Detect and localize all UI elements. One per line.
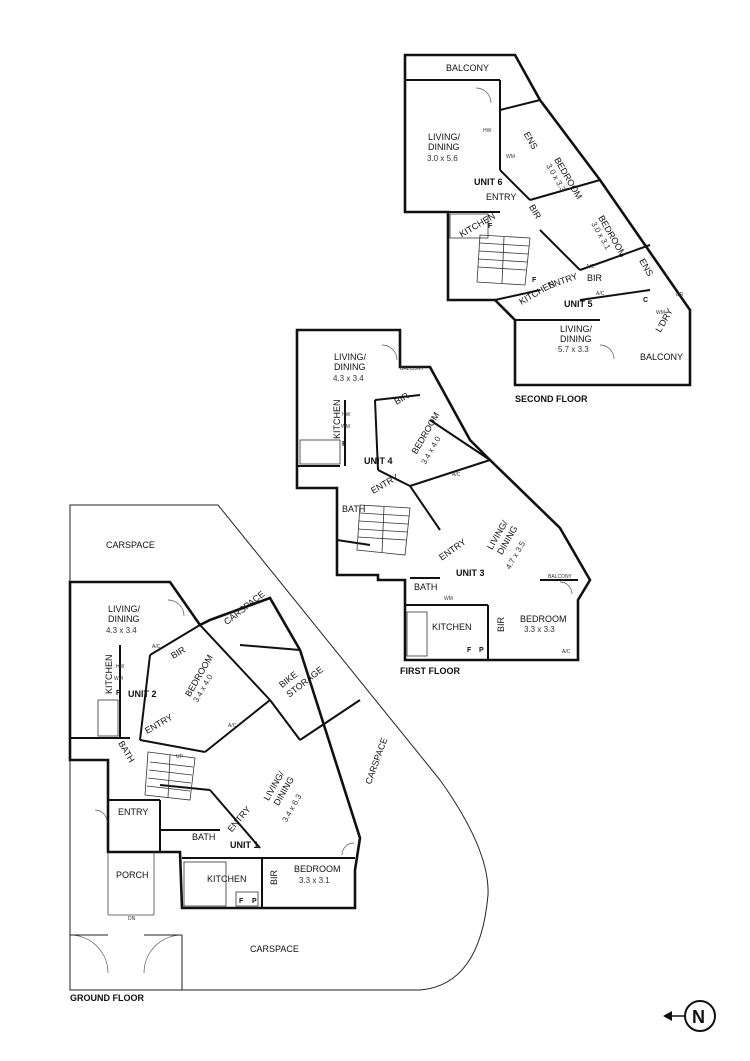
u3-bedroom-dim: 3.3 x 3.3 [524,625,555,634]
u1-bedroom-dim: 3.3 x 3.1 [299,876,330,885]
u5-bir-label: BIR [587,273,603,283]
u4-bath-label: BATH [342,504,365,514]
ground-stair [144,751,196,801]
u1-bedroom-label: BEDROOM [294,864,341,874]
north-label: N [692,1007,705,1027]
u4-unit-label: UNIT 4 [364,456,393,466]
second-stair [476,234,531,286]
u6-dining-label: DINING [428,142,460,152]
u2-kitchen-label: KITCHEN [104,654,114,694]
ground-carspace-bottom: CARSPACE [250,944,299,954]
first-building-outline [295,328,592,662]
u5-c-label: C [643,297,648,304]
u2-hw-label: HW [116,664,125,670]
second-ac-2: A/C [596,291,605,297]
ground-entry-label: ENTRY [118,807,148,817]
u3-bir-label: BIR [496,616,506,632]
u4-living-label: LIVING/ [334,352,367,362]
u3-bedroom-label: BEDROOM [520,614,567,624]
u3-p-label: P [479,647,484,654]
second-balcony-top: BALCONY [446,63,489,73]
u5-living-label: LIVING/ [560,324,593,334]
u5-wm-label: WM [656,310,665,316]
u3-kitchen-label: KITCHEN [432,622,472,632]
u5-dr-label: DR [676,292,684,298]
u4-entry-label: ENTRY [369,472,400,496]
u1-kitchen-label: KITCHEN [207,874,247,884]
ground-carspace-top: CARSPACE [106,540,155,550]
u1-entry-label: ENTRY [225,804,252,834]
u2-entry-label: ENTRY [143,712,174,736]
u2-f-label: F [116,690,121,697]
u5-f-label: F [532,277,537,284]
u3-unit-label: UNIT 3 [456,568,485,578]
u6-entry-label: ENTRY [486,192,516,202]
u6-ens-label: ENS [522,130,540,151]
u6-bir-label: BIR [527,203,543,221]
u6-hw-label: HW [483,128,492,134]
first-stair [356,504,411,556]
u3-balcony-label: BALCONY [548,574,573,580]
ground-floor: CARSPACE CARSPACE CARSPACE CARSPACE BIKE… [68,504,489,1003]
u1-bath-label: BATH [192,832,215,842]
u6-living-label: LIVING/ [428,132,461,142]
u2-bir-label: BIR [169,644,187,660]
u6-living-dim: 3.0 x 5.6 [427,154,458,163]
u5-living-dim: 5.7 x 3.3 [558,345,589,354]
u2-living-dim: 4.3 x 3.4 [106,626,137,635]
porch-dn-label: DN [128,916,136,922]
u4-f-label: F [342,441,347,448]
ground-carspace-mid: CARSPACE [222,589,267,627]
porch-label: PORCH [116,870,149,880]
first-ac-2: A/C [562,649,571,655]
u3-bath-label: BATH [414,582,437,592]
u3-f-label: F [467,647,472,654]
u1-f-label: F [239,898,244,905]
u2-dining-label: DINING [108,614,140,624]
ground-building-outline [68,580,362,910]
ground-ac-2: A/C [228,723,237,729]
u2-wm-label: WM [114,676,123,682]
u2-bath-label: BATH [116,739,136,764]
u4-kitchen-label: KITCHEN [332,399,342,439]
u4-living-dim: 4.3 x 3.4 [333,374,364,383]
u5-unit-label: UNIT 5 [564,299,593,309]
first-floor-title: FIRST FLOOR [400,666,460,676]
u6-unit-label: UNIT 6 [474,177,503,187]
u2-unit-label: UNIT 2 [128,689,157,699]
second-ac-1: A/C [586,264,595,270]
u1-unit-label: UNIT 1 [230,840,259,850]
north-arrow-icon: N [663,1000,716,1032]
u1-bir-label: BIR [269,869,279,885]
first-balcony-small: BALCONY [400,366,425,372]
second-floor: BALCONY LIVING/ DINING 3.0 x 5.6 UNIT 6 … [403,53,692,404]
first-floor: LIVING/ DINING 4.3 x 3.4 KITCHEN UNIT 4 … [295,328,592,676]
u4-wm-label: WM [341,424,350,430]
u1-p-label: P [252,898,257,905]
ground-carspace-right: CARSPACE [363,736,389,785]
u6-wm-label: WM [506,154,515,160]
u6-f-label: F [488,223,493,230]
u4-dining-label: DINING [334,362,366,372]
u4-hw-label: HW [342,412,351,418]
first-ac-1: A/C [452,472,461,478]
ground-floor-title: GROUND FLOOR [70,993,144,1003]
second-building-outline [403,53,692,387]
u5-dining-label: DINING [560,334,592,344]
ground-ac-1: A/C [152,644,161,650]
u3-wm-label: WM [444,596,453,602]
ground-up-label: UP [176,754,184,760]
u5-ens-label: ENS [637,257,655,278]
u2-living-label: LIVING/ [108,604,141,614]
u4-bir-label: BIR [393,390,411,406]
second-floor-title: SECOND FLOOR [515,394,588,404]
u3-entry-label: ENTRY [437,537,468,563]
ground-site-boundary [69,504,489,991]
second-balcony-bottom: BALCONY [640,352,683,362]
u5-kitchen-label: KITCHEN [517,278,556,306]
